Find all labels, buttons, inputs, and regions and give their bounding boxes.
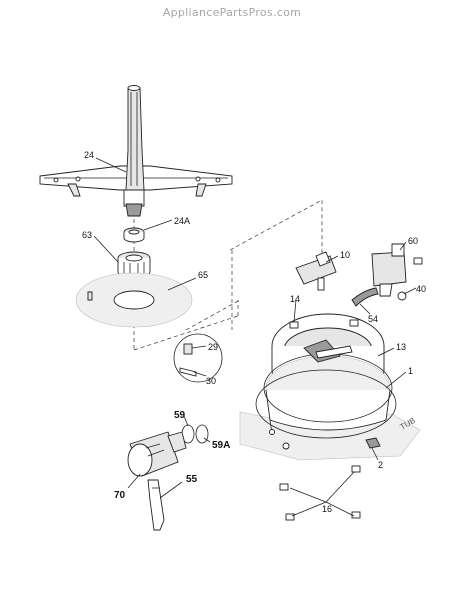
sump-assembly [263,313,393,431]
o-rings [181,424,209,444]
detail-callout [173,333,223,383]
part-label-2: 2 [378,460,383,470]
spray-arm-nut [123,227,145,243]
upper-spray-arm [39,85,233,217]
part-label-29: 29 [208,342,218,352]
part-label-59: 59 [174,410,186,421]
inlet-valve [371,243,423,301]
part-label-54: 54 [368,314,378,324]
part-label-55: 55 [186,474,198,485]
diverter-motor [295,251,337,291]
part-label-1: 1 [408,366,413,376]
part-label-10: 10 [340,250,350,260]
part-label-63: 63 [82,230,92,240]
pump-bracket [147,479,165,531]
part-label-24: 24 [84,150,94,160]
part-label-65: 65 [198,270,208,280]
part-label-30: 30 [206,376,216,386]
leader-lines [93,157,417,517]
drain-pump [127,431,187,477]
part-label-24a: 24A [174,216,190,226]
filter-screen [75,272,193,328]
part-label-14: 14 [290,294,300,304]
part-label-60: 60 [408,236,418,246]
inlet-hose [351,287,379,307]
part-label-16: 16 [322,504,332,514]
mounting-clips [269,429,381,521]
part-label-40: 40 [416,284,426,294]
watermark: AppliancePartsPros.com [162,6,302,19]
part-label-70: 70 [114,490,126,501]
part-label-13: 13 [396,342,406,352]
part-label-59a: 59A [212,440,230,451]
